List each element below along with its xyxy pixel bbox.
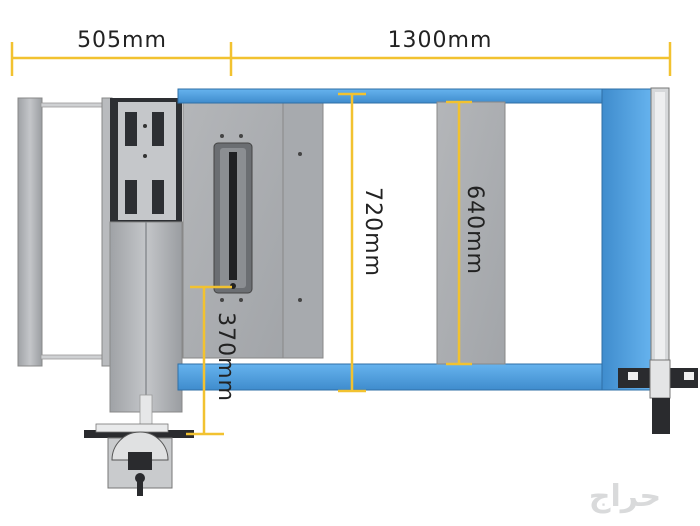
main-saw-table (182, 95, 324, 359)
dimension-label-640: 640mm (462, 185, 487, 275)
blade-insert (213, 142, 253, 294)
watermark-logo: حراج (589, 479, 661, 514)
dimension-label-505: 505mm (77, 28, 167, 53)
rip-fence-rail (618, 87, 698, 434)
dimension-label-720: 720mm (360, 187, 385, 277)
miter-gauge (84, 423, 194, 496)
dimension-label-370: 370mm (213, 312, 238, 402)
vertical-dimension-lines (186, 92, 472, 436)
left-extension-frame (17, 97, 113, 367)
sliding-table-carriage (109, 98, 183, 426)
extension-panel (436, 101, 506, 365)
blue-extension-frame (177, 88, 654, 391)
dimension-label-1300: 1300mm (388, 28, 493, 53)
top-dimension-lines (10, 42, 672, 76)
